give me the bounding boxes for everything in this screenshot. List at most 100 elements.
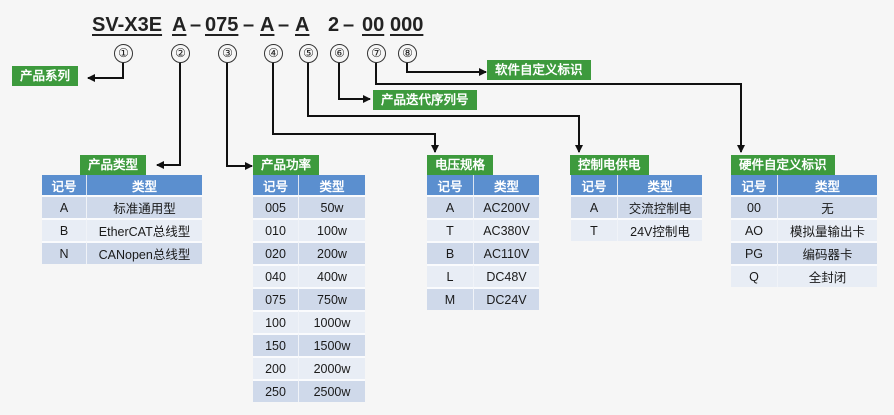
table-header: 记号 类型 — [427, 175, 539, 195]
cell-type: 1500w — [299, 333, 365, 356]
tag-product-power: 产品功率 — [253, 155, 320, 175]
code-dash: – — [278, 14, 290, 36]
cell-type: 标准通用型 — [87, 195, 202, 218]
cell-code: 005 — [253, 195, 299, 218]
connector-series — [87, 63, 124, 82]
connector-software — [406, 63, 487, 76]
cell-type: 编码器卡 — [778, 241, 877, 264]
tag-hardware-custom: 硬件自定义标识 — [731, 155, 835, 175]
code-iteration: 2 — [328, 14, 340, 36]
cell-type: EtherCAT总线型 — [87, 218, 202, 241]
tag-product-type: 产品类型 — [80, 155, 147, 175]
code-voltage: A — [260, 14, 275, 36]
cell-code: Q — [731, 264, 778, 287]
connector-hardware — [375, 63, 745, 153]
cell-code: A — [571, 195, 618, 218]
cell-type: 无 — [778, 195, 877, 218]
code-series: SV-X3E — [92, 14, 163, 36]
header-code: 记号 — [731, 175, 778, 195]
cell-code: 010 — [253, 218, 299, 241]
marker-6: ⑥ — [330, 44, 349, 63]
cell-code: B — [427, 241, 474, 264]
cell-type: 2000w — [299, 356, 365, 379]
cell-code: T — [427, 218, 474, 241]
table-header: 记号 类型 — [731, 175, 877, 195]
cell-code: L — [427, 264, 474, 287]
code-power: 075 — [205, 14, 239, 36]
header-code: 记号 — [571, 175, 618, 195]
cell-code: T — [571, 218, 618, 241]
cell-code: 075 — [253, 287, 299, 310]
marker-4: ④ — [264, 44, 283, 63]
cell-type: 交流控制电 — [618, 195, 702, 218]
header-type: 类型 — [618, 175, 702, 195]
cell-code: N — [42, 241, 87, 264]
marker-5: ⑤ — [299, 44, 318, 63]
marker-3: ③ — [218, 44, 237, 63]
cell-type: 2500w — [299, 379, 365, 402]
code-dash: – — [343, 14, 355, 36]
cell-code: M — [427, 287, 474, 310]
tag-software-custom: 软件自定义标识 — [487, 60, 591, 80]
connector-type — [156, 63, 181, 169]
header-type: 类型 — [474, 175, 539, 195]
table-header: 记号 类型 — [571, 175, 702, 195]
cell-code: AO — [731, 218, 778, 241]
cell-type: DC48V — [474, 264, 539, 287]
code-control: A — [295, 14, 310, 36]
cell-code: 100 — [253, 310, 299, 333]
cell-code: PG — [731, 241, 778, 264]
cell-type: 750w — [299, 287, 365, 310]
cell-code: B — [42, 218, 87, 241]
cell-code: A — [427, 195, 474, 218]
cell-type: 200w — [299, 241, 365, 264]
cell-type: CANopen总线型 — [87, 241, 202, 264]
header-type: 类型 — [87, 175, 202, 195]
cell-type: 全封闭 — [778, 264, 877, 287]
connector-control — [307, 63, 583, 153]
cell-code: 250 — [253, 379, 299, 402]
code-hardware: 000 — [390, 14, 424, 36]
tag-product-series: 产品系列 — [12, 66, 79, 86]
marker-8: ⑧ — [398, 44, 417, 63]
marker-7: ⑦ — [367, 44, 386, 63]
marker-2: ② — [171, 44, 190, 63]
cell-type: DC24V — [474, 287, 539, 310]
header-code: 记号 — [42, 175, 87, 195]
cell-type: AC200V — [474, 195, 539, 218]
cell-type: 400w — [299, 264, 365, 287]
cell-type: AC110V — [474, 241, 539, 264]
tag-voltage-spec: 电压规格 — [427, 155, 494, 175]
code-type: A — [172, 14, 187, 36]
cell-type: 模拟量输出卡 — [778, 218, 877, 241]
header-type: 类型 — [778, 175, 877, 195]
tag-iteration-serial: 产品迭代序列号 — [373, 90, 477, 110]
code-dash: – — [243, 14, 255, 36]
